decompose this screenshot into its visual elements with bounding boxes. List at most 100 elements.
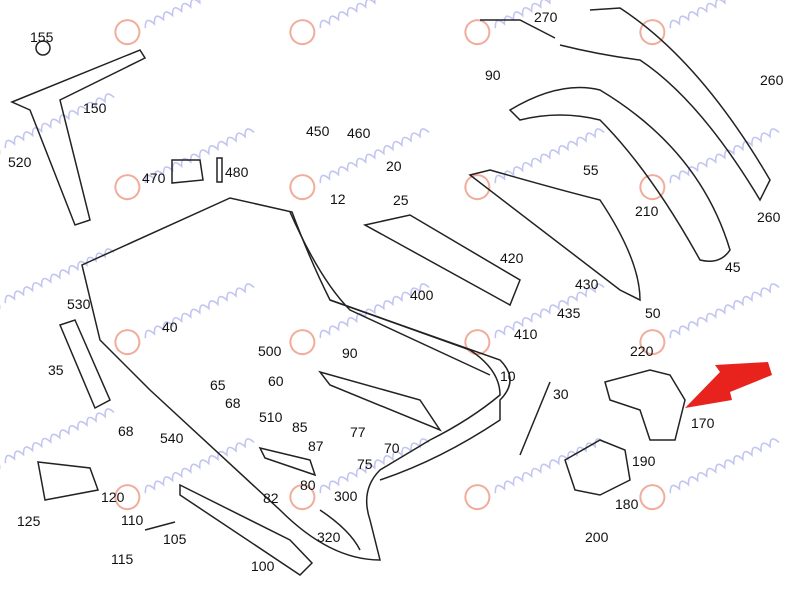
part-label-20[interactable]: 20 xyxy=(386,158,402,174)
part-label-200[interactable]: 200 xyxy=(585,529,609,545)
part-label-180[interactable]: 180 xyxy=(615,496,639,512)
watermark-script-stroke xyxy=(144,0,255,29)
part-label-400[interactable]: 400 xyxy=(410,287,434,303)
part-label-155[interactable]: 155 xyxy=(30,29,54,45)
part-label-75[interactable]: 75 xyxy=(357,456,373,472)
watermark-logo-icon xyxy=(639,329,666,356)
part-label-50[interactable]: 50 xyxy=(645,305,661,321)
watermark-logo-icon xyxy=(464,19,491,46)
watermark-script-stroke xyxy=(144,283,255,339)
watermark-mark xyxy=(289,0,430,46)
watermark-mark xyxy=(0,408,115,481)
part-170-bracket xyxy=(604,369,686,441)
part-label-40[interactable]: 40 xyxy=(162,319,178,335)
watermark-mark xyxy=(639,438,780,511)
watermark-logo-icon xyxy=(639,484,666,511)
watermark-mark xyxy=(289,128,430,201)
part-label-35[interactable]: 35 xyxy=(48,362,64,378)
watermark-script-stroke xyxy=(319,128,430,184)
part-320-trim xyxy=(319,509,361,551)
part-label-10[interactable]: 10 xyxy=(500,368,516,384)
part-label-120[interactable]: 120 xyxy=(101,489,125,505)
part-label-220[interactable]: 220 xyxy=(630,343,654,359)
part-label-410[interactable]: 410 xyxy=(514,326,538,342)
part-label-270[interactable]: 270 xyxy=(534,9,558,25)
part-label-65[interactable]: 65 xyxy=(210,377,226,393)
part-label-45[interactable]: 45 xyxy=(725,259,741,275)
watermark-script-stroke xyxy=(4,408,115,464)
part-label-470[interactable]: 470 xyxy=(142,170,166,186)
part-label-55[interactable]: 55 xyxy=(583,162,599,178)
part-label-300[interactable]: 300 xyxy=(334,488,358,504)
part-label-190[interactable]: 190 xyxy=(632,453,656,469)
part-label-90[interactable]: 90 xyxy=(485,67,501,83)
part-80-bracket xyxy=(258,446,317,477)
part-label-170[interactable]: 170 xyxy=(691,415,715,431)
part-label-435[interactable]: 435 xyxy=(557,305,581,321)
part-label-520[interactable]: 520 xyxy=(8,154,32,170)
part-label-540[interactable]: 540 xyxy=(160,430,184,446)
part-label-25[interactable]: 25 xyxy=(393,192,409,208)
part-label-85[interactable]: 85 xyxy=(292,419,308,435)
part-100-strip xyxy=(179,483,314,576)
part-40-inner xyxy=(289,211,491,376)
part-label-80[interactable]: 80 xyxy=(300,477,316,493)
part-30-strip xyxy=(519,381,551,456)
part-label-500[interactable]: 500 xyxy=(258,343,282,359)
watermark-logo-icon xyxy=(289,19,316,46)
part-label-450[interactable]: 450 xyxy=(306,123,330,139)
watermark-mark xyxy=(0,248,115,321)
part-label-30[interactable]: 30 xyxy=(553,386,569,402)
watermark-script-stroke xyxy=(4,93,115,149)
red-arrow-icon xyxy=(685,362,772,408)
part-label-125[interactable]: 125 xyxy=(17,513,41,529)
watermark-mark xyxy=(114,128,255,201)
part-label-90[interactable]: 90 xyxy=(342,345,358,361)
part-35-bracket xyxy=(58,319,111,410)
watermark-script-stroke xyxy=(144,128,255,184)
part-label-12[interactable]: 12 xyxy=(330,191,346,207)
part-label-87[interactable]: 87 xyxy=(308,438,324,454)
part-label-260[interactable]: 260 xyxy=(760,72,784,88)
part-label-60[interactable]: 60 xyxy=(268,373,284,389)
part-label-68[interactable]: 68 xyxy=(225,395,241,411)
part-label-77[interactable]: 77 xyxy=(350,424,366,440)
part-label-210[interactable]: 210 xyxy=(635,203,659,219)
watermark-script-stroke xyxy=(669,283,780,339)
watermark-logo-icon xyxy=(289,329,316,356)
part-470-cover xyxy=(171,159,204,184)
part-label-460[interactable]: 460 xyxy=(347,125,371,141)
part-label-510[interactable]: 510 xyxy=(259,409,283,425)
part-label-530[interactable]: 530 xyxy=(67,296,91,312)
part-label-420[interactable]: 420 xyxy=(500,250,524,266)
part-label-150[interactable]: 150 xyxy=(83,100,107,116)
part-label-480[interactable]: 480 xyxy=(225,164,249,180)
part-400-grille xyxy=(362,214,521,307)
part-label-105[interactable]: 105 xyxy=(163,531,187,547)
watermark-script-stroke xyxy=(494,283,605,339)
watermark-script-stroke xyxy=(494,438,605,494)
part-label-430[interactable]: 430 xyxy=(575,276,599,292)
watermark-mark xyxy=(114,0,255,46)
watermark-logo-icon xyxy=(114,174,141,201)
part-label-100[interactable]: 100 xyxy=(251,558,275,574)
watermark-script-stroke xyxy=(669,0,780,29)
part-label-115[interactable]: 115 xyxy=(111,551,134,567)
part-480-strip xyxy=(216,157,223,183)
part-105-bolt xyxy=(144,521,176,531)
part-label-260[interactable]: 260 xyxy=(757,209,781,225)
watermark-script-stroke xyxy=(319,0,430,29)
part-label-320[interactable]: 320 xyxy=(317,529,341,545)
watermark-mark xyxy=(114,283,255,356)
watermark-logo-icon xyxy=(639,19,666,46)
watermark-mark xyxy=(289,283,430,356)
part-label-70[interactable]: 70 xyxy=(384,440,400,456)
part-label-110[interactable]: 110 xyxy=(121,512,144,528)
part-label-68[interactable]: 68 xyxy=(118,423,134,439)
part-120-bracket xyxy=(37,461,100,501)
part-label-82[interactable]: 82 xyxy=(263,490,279,506)
watermark-mark xyxy=(639,0,780,46)
